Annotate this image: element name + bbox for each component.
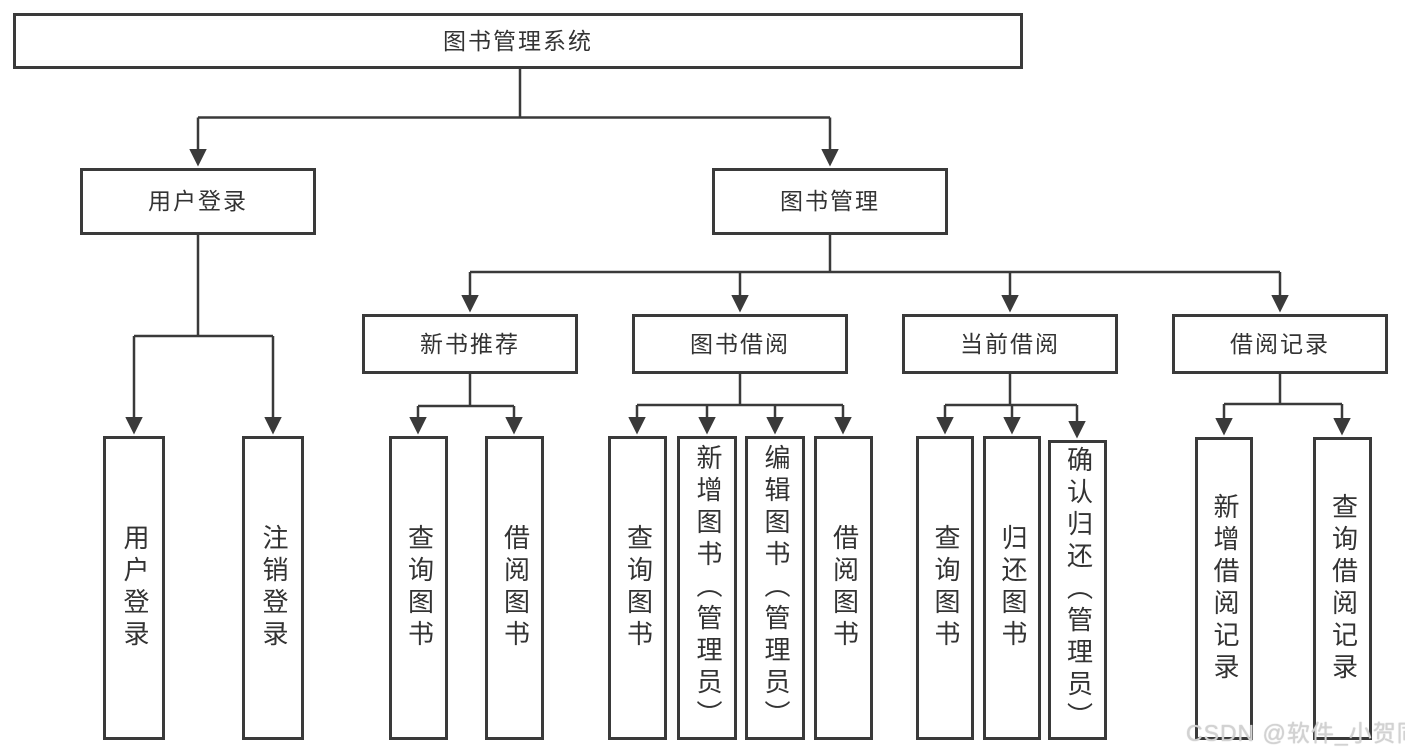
node-user-login: 用户登录 xyxy=(80,168,316,235)
node-leaf-borrow-books-1: 借阅图书 xyxy=(485,436,544,740)
node-leaf-user-login: 用户登录 xyxy=(103,436,165,740)
watermark: CSDN @软件_小贺同学 xyxy=(1186,720,1405,746)
node-leaf-add-books-admin: 新增图书（管理员） xyxy=(677,436,737,740)
node-book-borrowing: 图书借阅 xyxy=(632,314,848,374)
node-leaf-query-books-3: 查询图书 xyxy=(916,436,974,740)
node-leaf-query-books-2: 查询图书 xyxy=(608,436,667,740)
node-book-management: 图书管理 xyxy=(712,168,948,235)
node-leaf-logout: 注销登录 xyxy=(242,436,304,740)
node-borrowing-records: 借阅记录 xyxy=(1172,314,1388,374)
node-system-root: 图书管理系统 xyxy=(13,13,1023,69)
node-leaf-return-books: 归还图书 xyxy=(983,436,1041,740)
node-leaf-add-borrow-record: 新增借阅记录 xyxy=(1195,437,1253,740)
node-leaf-borrow-books-2: 借阅图书 xyxy=(814,436,873,740)
node-leaf-edit-books-admin: 编辑图书（管理员） xyxy=(745,436,805,740)
node-current-borrowing: 当前借阅 xyxy=(902,314,1118,374)
node-leaf-query-borrow-record: 查询借阅记录 xyxy=(1313,437,1372,740)
node-new-book-recommend: 新书推荐 xyxy=(362,314,578,374)
node-leaf-confirm-return-admin: 确认归还（管理员） xyxy=(1048,440,1107,740)
node-leaf-query-books-1: 查询图书 xyxy=(389,436,448,740)
